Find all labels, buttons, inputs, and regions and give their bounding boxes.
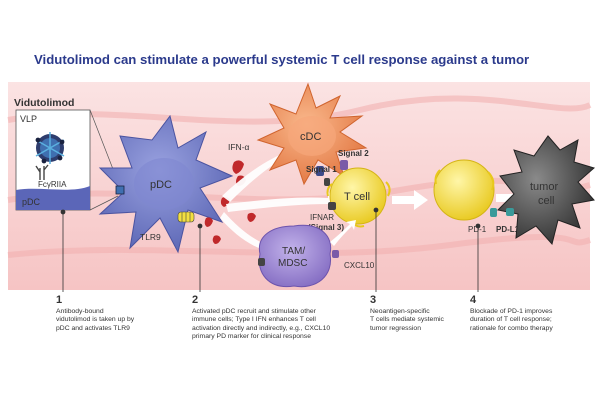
step-4-text: Blockade of PD-1 improves duration of T … [470,308,553,332]
pdl1-ligand-icon [506,208,514,216]
tam-mdsc-cell: TAM/ MDSC [258,224,339,288]
ifnar-receptor-icon [328,202,336,210]
pd1-receptor-icon [490,208,497,217]
signal1-label: Signal 1 [306,165,337,174]
pd1-label: PD-1 [468,225,487,234]
tcr-receptor-icon [324,178,330,186]
costim-receptor-icon [340,160,348,170]
pdc-cell: pDC [98,114,234,254]
step-2-text: Activated pDC recruit and stimulate othe… [192,308,331,341]
page-title: Vidutolimod can stimulate a powerful sys… [34,52,530,67]
tam-to-tcell-arrow [330,220,356,246]
effector-t-cell [433,159,497,221]
step-3-text: Neoantigen-specific T cells mediate syst… [370,308,444,332]
step-3-number: 3 [370,294,377,306]
step-4-number: 4 [470,294,477,306]
tcell-to-effector-arrow [392,190,428,210]
mhc-receptor-icon [316,166,324,176]
step-2-number: 2 [192,294,199,306]
tumor-cell: tumor cell [496,135,596,246]
fcgriia-receptor-icon [35,164,49,180]
pdc-inset-label: pDC [22,197,41,207]
step-1-text: Antibody-bound vidutolimod is taken up b… [56,308,135,332]
tumor-label: tumor [530,181,558,193]
ifn-alpha-label: IFN-α [228,142,250,152]
ifn-alpha-molecule-icon [204,160,256,244]
pdc-label: pDC [150,179,172,191]
mdsc-label: MDSC [278,258,307,269]
signal2-label: Signal 2 [338,149,369,158]
vlp-particle-icon [35,132,65,164]
vidutolimod-label: Vidutolimod [14,97,74,109]
tlr9-label: TLR9 [140,232,161,242]
cxcl10-label: CXCL10 [344,261,375,270]
signal3-label: (Signal 3) [308,223,344,232]
tcell-label: T cell [344,191,370,203]
pdl1-label: PD-L1 [496,225,520,234]
vlp-uptake-icon [115,185,125,195]
vidutolimod-inset: Vidutolimod VLP FcγRIIA pDC [14,97,119,211]
ifnar-label: IFNAR [310,213,334,222]
tam-receptor-icon [258,258,265,266]
tam-label: TAM/ [282,246,305,257]
cdc-cell: cDC [256,82,368,186]
step-1-number: 1 [56,294,63,306]
cxcl10-icon [332,250,339,258]
step-markers [60,207,481,292]
fcgriia-label: FcγRIIA [38,180,67,189]
vlp-label: VLP [20,114,37,124]
cdc-label: cDC [300,131,321,143]
cell-label: cell [538,195,555,207]
pdc-membrane [16,186,90,210]
